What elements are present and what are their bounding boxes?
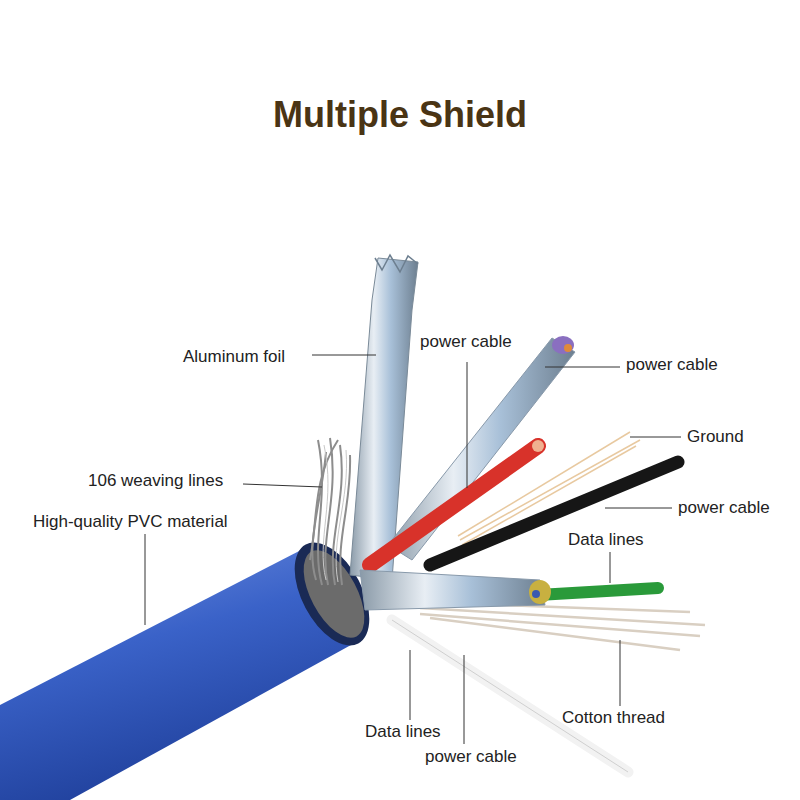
part-label: power cable bbox=[420, 332, 512, 352]
shielded-pair bbox=[360, 570, 545, 610]
part-label: Data lines bbox=[568, 530, 644, 550]
part-label: 106 weaving lines bbox=[88, 471, 223, 491]
red-wire bbox=[370, 446, 538, 565]
leader-lines bbox=[145, 355, 681, 744]
part-label: High-quality PVC material bbox=[33, 512, 228, 532]
part-label: Data lines bbox=[365, 722, 441, 742]
braid-strands bbox=[310, 438, 350, 585]
diagram-title: Multiple Shield bbox=[273, 94, 527, 136]
part-label: Ground bbox=[687, 427, 744, 447]
part-label: power cable bbox=[626, 355, 718, 375]
part-label: power cable bbox=[425, 747, 517, 767]
part-label: Cotton thread bbox=[562, 708, 665, 728]
part-label: power cable bbox=[678, 498, 770, 518]
white-wire bbox=[392, 620, 628, 772]
part-label: Aluminum foil bbox=[183, 347, 285, 367]
wire-end bbox=[552, 336, 574, 354]
cotton-thread bbox=[420, 602, 705, 650]
